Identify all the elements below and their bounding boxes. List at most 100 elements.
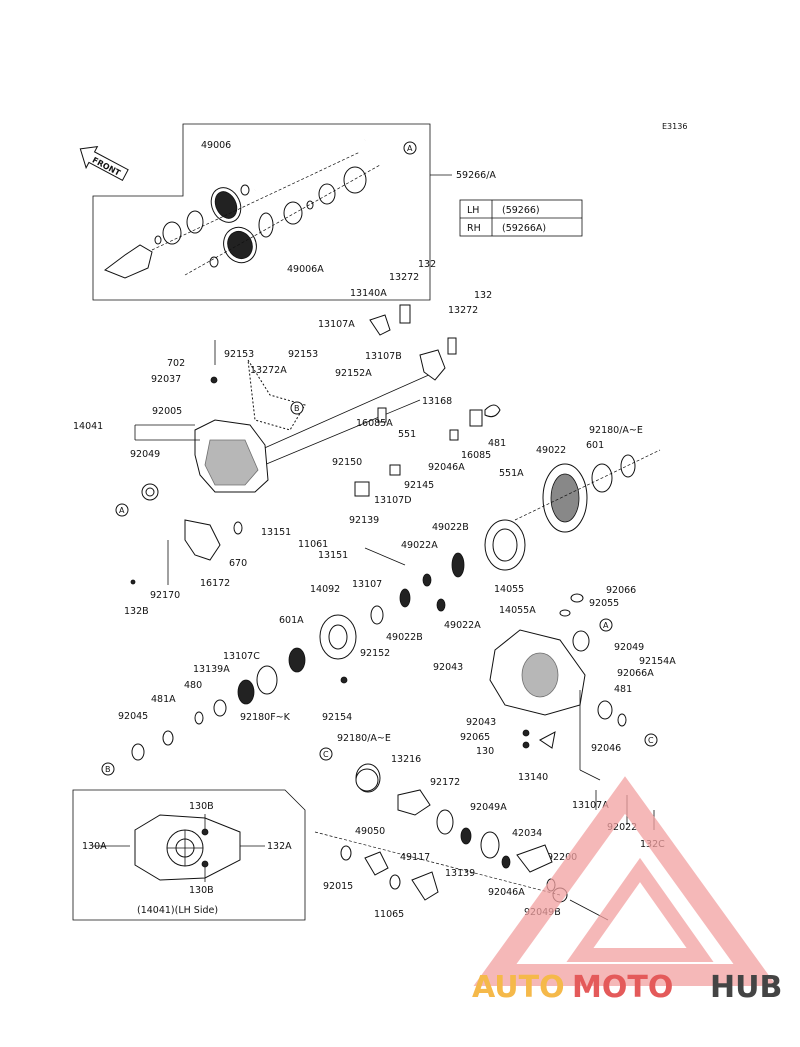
label-92046a: 92046A xyxy=(428,462,465,473)
label-92152: 92152 xyxy=(360,648,390,659)
label-601: 601 xyxy=(586,440,604,451)
label-92152a: 92152A xyxy=(335,368,372,379)
label-13272a-upper: 13272A xyxy=(250,365,287,376)
label-11065: 11065 xyxy=(374,909,404,920)
label-49022b-lower: 49022B xyxy=(386,632,423,643)
logo-moto: MOTO xyxy=(572,970,673,1005)
label-13107b: 13107B xyxy=(365,351,402,362)
label-601a: 601A xyxy=(279,615,304,626)
label-130b-a: 130B xyxy=(189,801,214,812)
label-49006a: 49006A xyxy=(287,264,324,275)
actuator-16172 xyxy=(130,519,243,585)
label-551a: 551A xyxy=(499,468,524,479)
label-92154a: 92154A xyxy=(639,656,676,667)
label-92066: 92066 xyxy=(606,585,636,596)
label-92154: 92154 xyxy=(322,712,352,723)
label-702: 702 xyxy=(167,358,185,369)
label-132-a: 132 xyxy=(418,259,436,270)
label-92180fk: 92180F~K xyxy=(240,712,291,723)
label-92200: 92200 xyxy=(547,852,577,863)
label-551: 551 xyxy=(398,429,416,440)
label-14055a: 14055A xyxy=(499,605,536,616)
inset-caption: (14041)(LH Side) xyxy=(137,905,218,916)
label-130b-b: 130B xyxy=(189,885,214,896)
label-92145: 92145 xyxy=(404,480,434,491)
driveshaft-frame xyxy=(92,123,431,301)
table-row-rh-part: (59266A) xyxy=(502,223,546,234)
label-92043-b: 92043 xyxy=(466,717,496,728)
label-92046a-lower: 92046A xyxy=(488,887,525,898)
label-92153-a: 92153 xyxy=(224,349,254,360)
callout-a-left-label: A xyxy=(119,506,125,515)
label-49050: 49050 xyxy=(355,826,385,837)
label-480: 480 xyxy=(184,680,202,691)
logo-auto: AUTO xyxy=(472,970,565,1005)
callout-c-left xyxy=(319,747,333,761)
callout-a-right-label: A xyxy=(603,621,609,630)
label-92066a: 92066A xyxy=(617,668,654,679)
label-92049-b: 92049 xyxy=(614,642,644,653)
label-481-b: 481 xyxy=(614,684,632,695)
label-670: 670 xyxy=(229,558,247,569)
label-13272-a: 13272 xyxy=(389,272,419,283)
drive-shaft-assembly xyxy=(103,138,381,279)
shift-rod-assembly xyxy=(239,304,501,497)
label-92139: 92139 xyxy=(349,515,379,526)
label-92046: 92046 xyxy=(591,743,621,754)
label-49022a-a: 49022A xyxy=(401,540,438,551)
label-92022: 92022 xyxy=(607,822,637,833)
label-49022: 49022 xyxy=(536,445,566,456)
label-92180ae-lower: 92180/A~E xyxy=(337,733,391,744)
label-14041: 14041 xyxy=(73,421,103,432)
label-11061: 11061 xyxy=(298,539,328,550)
label-13140a: 13140A xyxy=(350,288,387,299)
automotohub-logo: AUTO MOTO HUB xyxy=(472,776,782,1005)
diff-case-14055 xyxy=(364,519,526,612)
label-59266a: 59266/A xyxy=(456,170,496,181)
housing-14055a xyxy=(489,593,627,781)
label-92005: 92005 xyxy=(152,406,182,417)
side-table: LH (59266) RH (59266A) xyxy=(459,199,583,237)
label-49022b: 49022B xyxy=(432,522,469,533)
label-92150: 92150 xyxy=(332,457,362,468)
table-row-lh-side: LH xyxy=(467,205,479,216)
label-92045: 92045 xyxy=(118,711,148,722)
label-13107: 13107 xyxy=(352,579,382,590)
callout-c-right xyxy=(644,733,658,747)
housing-14041 xyxy=(134,340,269,501)
table-row-lh-part: (59266) xyxy=(502,205,540,216)
callout-c-left-label: C xyxy=(323,750,329,759)
label-92049-a: 92049 xyxy=(130,449,160,460)
label-92015: 92015 xyxy=(323,881,353,892)
label-92180ae: 92180/A~E xyxy=(589,425,643,436)
label-130: 130 xyxy=(476,746,494,757)
label-92170: 92170 xyxy=(150,590,180,601)
label-481-a: 481 xyxy=(488,438,506,449)
label-49006: 49006 xyxy=(201,140,231,151)
label-42034: 42034 xyxy=(512,828,542,839)
label-132-b: 132 xyxy=(474,290,492,301)
label-16085a: 16085A xyxy=(356,418,393,429)
label-13216: 13216 xyxy=(391,754,421,765)
label-16172: 16172 xyxy=(200,578,230,589)
label-92065: 92065 xyxy=(460,732,490,743)
label-481a: 481A xyxy=(151,694,176,705)
label-13272-b: 13272 xyxy=(448,305,478,316)
front-arrow-icon: FRONT xyxy=(79,145,129,181)
diagram-code: E3136 xyxy=(662,122,687,131)
callout-a-label: A xyxy=(407,144,413,153)
ring-gear-49022 xyxy=(514,449,661,533)
label-92037: 92037 xyxy=(151,374,181,385)
label-92049a: 92049A xyxy=(470,802,507,813)
case-14092 xyxy=(131,605,384,761)
label-132a: 132A xyxy=(267,841,292,852)
label-49022a-b: 49022A xyxy=(444,620,481,631)
label-92153-b: 92153 xyxy=(288,349,318,360)
callout-a-left xyxy=(115,503,129,517)
label-92055: 92055 xyxy=(589,598,619,609)
callout-a-right xyxy=(599,618,613,632)
label-13107a-lower: 13107A xyxy=(572,800,609,811)
label-13107a: 13107A xyxy=(318,319,355,330)
label-130a: 130A xyxy=(82,841,107,852)
